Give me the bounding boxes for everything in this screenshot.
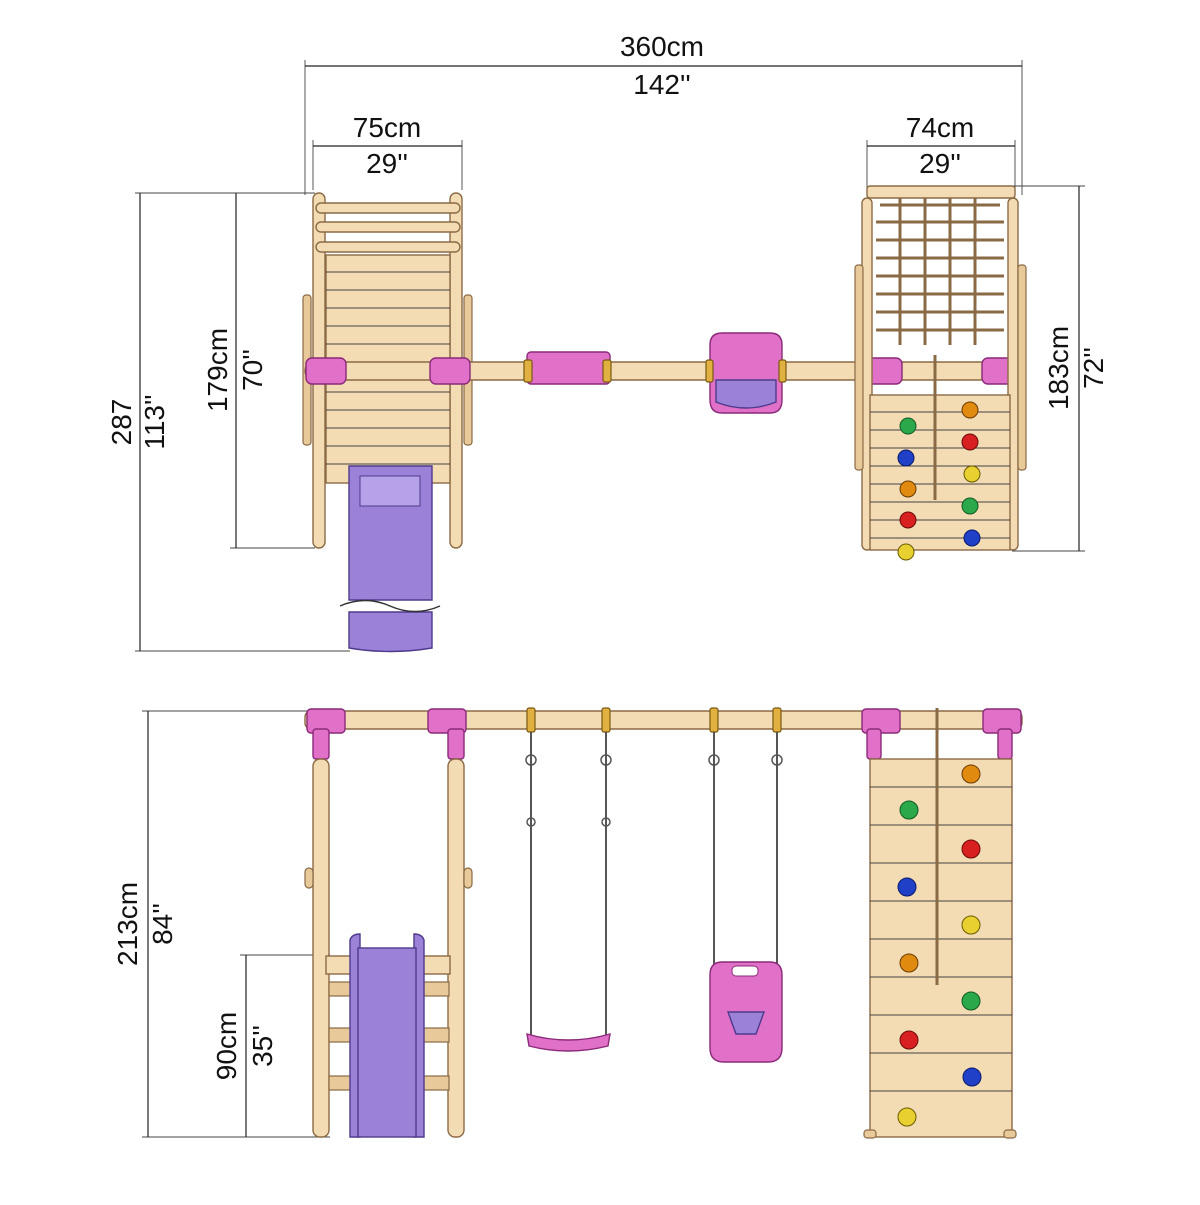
climb-tower-depth-dimension: 183cm 72'' (1012, 185, 1109, 552)
slide-tower-top (302, 192, 473, 653)
slide-top-view (339, 465, 441, 653)
climb-tower-depth-in: 72'' (1078, 347, 1109, 389)
slide-tower-depth-cm: 179cm (202, 328, 233, 412)
total-width-dimension: 360cm 142'' (304, 31, 1023, 195)
platform-height-in: 35'' (247, 1025, 278, 1067)
top-view: 360cm 142'' 75cm 29'' 74cm 29'' 287 113'… (106, 31, 1109, 653)
slide-tower-front (304, 728, 473, 1138)
slide-front (349, 933, 425, 1138)
flat-swing-seat (526, 1033, 611, 1052)
height-cm: 213cm (112, 882, 143, 966)
flat-swing-seat-top (526, 351, 611, 385)
overall-depth-in: 113'' (139, 394, 170, 449)
climb-tower-front (863, 708, 1017, 1139)
overall-depth-cm: 287 (106, 399, 137, 446)
platform-height-cm: 90cm (211, 1012, 242, 1080)
top-beam-front (304, 707, 1023, 734)
climb-tower-width-dimension: 74cm 29'' (866, 112, 1016, 190)
climb-tower-width-cm: 74cm (906, 112, 974, 143)
climb-tower-depth-cm: 183cm (1043, 326, 1074, 410)
slide-tower-width-in: 29'' (366, 148, 408, 179)
baby-swing-seat-top (705, 332, 787, 414)
platform-height-dimension: 90cm 35'' (211, 954, 330, 1138)
wall-planks-front (870, 786, 1012, 1092)
climbing-holds-top (897, 401, 981, 561)
slide-tower-width-cm: 75cm (353, 112, 421, 143)
total-width-in: 142'' (633, 69, 690, 100)
baby-swing-front (708, 732, 783, 1063)
top-beam-top-view (304, 332, 1023, 414)
climbing-net-top (876, 198, 1004, 345)
total-width-cm: 360cm (620, 31, 704, 62)
climb-tower-width-in: 29'' (919, 148, 961, 179)
slide-tower-depth-dimension: 179cm 70'' (202, 192, 315, 549)
overall-depth-dimension: 287 113'' (106, 192, 350, 652)
climb-tower-top (854, 185, 1027, 561)
slide-tower-depth-in: 70'' (237, 349, 268, 391)
climbing-holds-front (897, 764, 982, 1127)
slide-tower-width-dimension: 75cm 29'' (312, 112, 463, 190)
height-dimension: 213cm 84'' (112, 710, 320, 1138)
wall-planks-top (870, 411, 1010, 539)
front-view: 213cm 84'' 90cm 35'' (112, 707, 1023, 1139)
deck-boards (326, 271, 450, 465)
height-in: 84'' (147, 903, 178, 945)
flat-swing-front (525, 732, 612, 1052)
